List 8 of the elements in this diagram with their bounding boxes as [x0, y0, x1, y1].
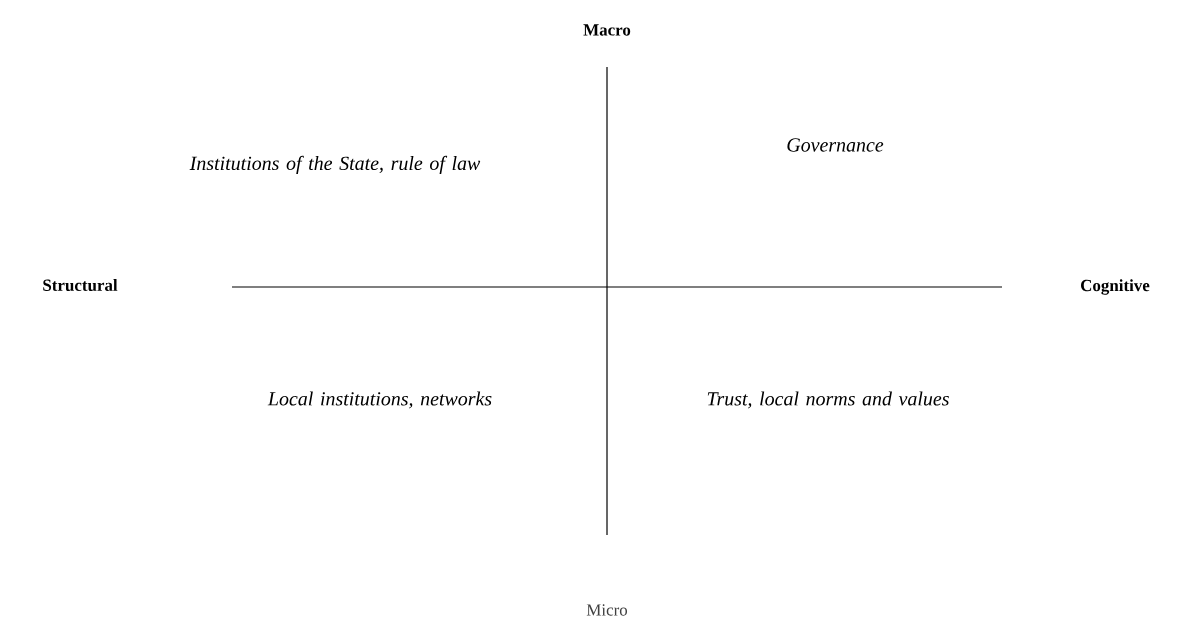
quadrant-label: Institutions of the State, rule of law — [189, 155, 481, 175]
axis-label: Macro — [583, 24, 631, 36]
axis-label: Micro — [586, 604, 628, 616]
axis-label: Cognitive — [1081, 279, 1150, 295]
quadrant-label: Trust, local norms and values — [707, 391, 949, 409]
axis-label: Structural — [43, 279, 118, 291]
quadrant-label: Governance — [787, 138, 884, 152]
quadrant-label: Local institutions, networks — [267, 391, 492, 409]
